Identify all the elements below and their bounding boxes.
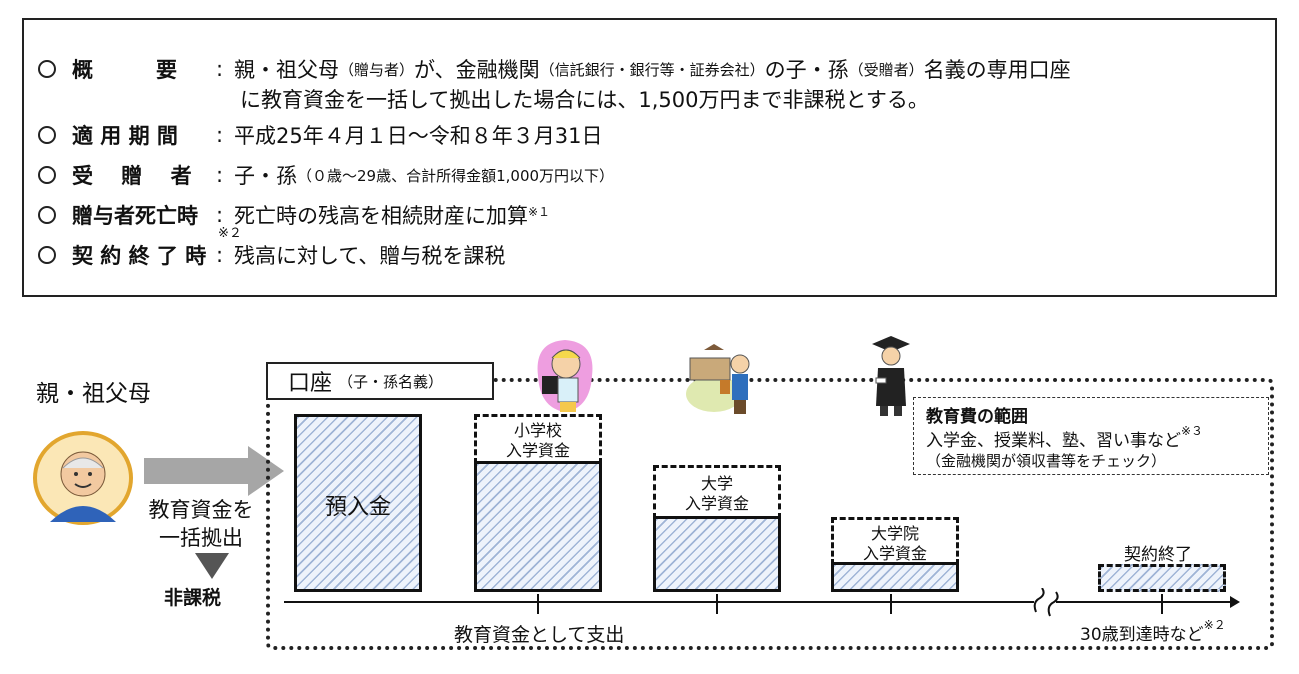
graduate-withdrawal-box: 大学院 入学資金 — [831, 517, 959, 565]
balance-bar-after-elementary — [474, 461, 602, 592]
circle-bullet-icon — [38, 246, 56, 264]
circle-bullet-icon — [38, 60, 56, 78]
scope-title: 教育費の範囲 — [926, 407, 1028, 427]
summary-box: 概 要: 親・祖父母（贈与者）が、金融機関（信託銀行・銀行等・証券会社）の子・孫… — [22, 18, 1277, 297]
row-contract-end: 契 約 終 了 時: 残高に対して、贈与税を課税 — [38, 238, 505, 272]
arrow-text-2: 一括拠出 — [159, 526, 243, 550]
arrow-text-1: 教育資金を — [148, 498, 254, 522]
timeline-axis — [284, 588, 1240, 617]
row-overview-line2: に教育資金を一括して拠出した場合には、1,500万円まで非課税とする。 — [240, 88, 929, 112]
row-overview: 概 要: 親・祖父母（贈与者）が、金融機関（信託銀行・銀行等・証券会社）の子・孫… — [38, 52, 1071, 86]
contribution-arrow-icon — [144, 446, 284, 496]
deposit-bar: 預入金 — [294, 414, 422, 592]
expense-label: 教育資金として支出 — [454, 624, 625, 646]
term-overview: 概 要 — [72, 58, 177, 82]
balance-bar-after-graduate — [831, 562, 959, 592]
grandfather-icon — [33, 431, 133, 525]
contract-end-label: 契約終了 — [1124, 545, 1192, 565]
tax-free-label: 非課税 — [164, 587, 222, 609]
age-label: 30歳到達時など※２ — [1080, 618, 1226, 645]
education-scope-box: 教育費の範囲 入学金、授業料、塾、習い事など※３ （金融機関が領収書等をチェック… — [913, 397, 1269, 475]
remaining-balance-bar — [1098, 564, 1226, 592]
university-withdrawal-box: 大学 入学資金 — [653, 465, 781, 519]
student-with-school-icon — [686, 344, 750, 414]
elementary-withdrawal-box: 小学校 入学資金 — [474, 414, 602, 464]
row-period: 適 用 期 間: 平成25年４月１日～令和８年３月31日 — [38, 118, 602, 152]
row-recipient: 受 贈 者: 子・孫（０歳～29歳、合計所得金額1,000万円以下） — [38, 158, 614, 192]
scope-line2: （金融機関が領収書等をチェック） — [926, 452, 1167, 470]
account-frame — [266, 378, 1274, 650]
giver-label: 親・祖父母 — [36, 381, 151, 407]
down-triangle-icon — [195, 553, 229, 579]
note-2-mark: ※２ — [218, 226, 242, 241]
scope-line1: 入学金、授業料、塾、習い事など※３ — [926, 424, 1204, 451]
account-title-box: 口座（子・孫名義） — [266, 362, 494, 400]
deposit-label: 預入金 — [324, 495, 391, 520]
graduate-icon — [872, 336, 910, 416]
circle-bullet-icon — [38, 126, 56, 144]
row-donor-death: 贈与者死亡時: 死亡時の残高を相続財産に加算※１ — [38, 198, 550, 232]
balance-bar-after-university — [653, 516, 781, 592]
circle-bullet-icon — [38, 166, 56, 184]
circle-bullet-icon — [38, 206, 56, 224]
schoolchild-icon — [537, 340, 593, 412]
